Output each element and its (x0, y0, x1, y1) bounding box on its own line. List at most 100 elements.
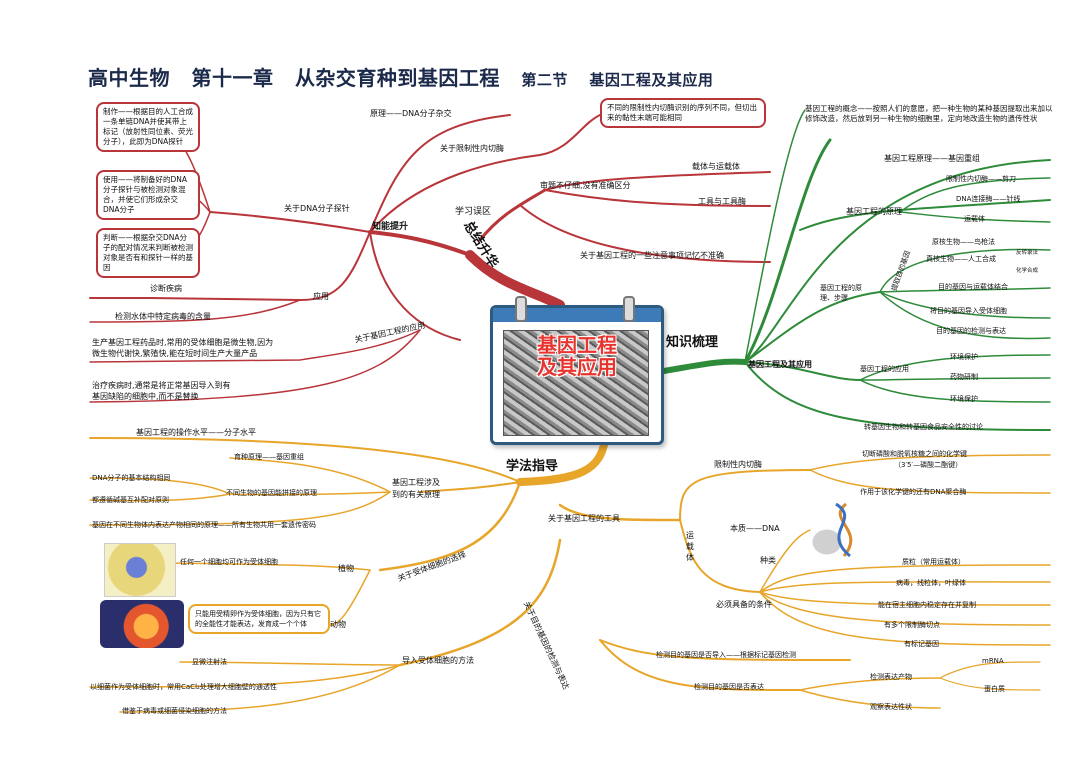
green-main-branch (655, 358, 748, 375)
tools-essence: 本质——DNA (730, 524, 780, 533)
steps-artificial: 人工合成 (968, 255, 996, 263)
steps-prokaryote: 原核生物——鸟枪法 (932, 237, 995, 247)
steps-eukaryote-prefix: 真核生物—— (926, 255, 968, 263)
red-main-branch (465, 250, 565, 310)
detection-protein: 蛋白质 (984, 685, 1005, 693)
steps-shotgun: 鸟枪法 (974, 238, 995, 246)
principles-label-line1: 基因工程涉及 (392, 478, 440, 487)
red-ability-branch (368, 230, 472, 257)
hub-label: 基因工程及其应用 (748, 360, 812, 369)
center-title: 基因工程 及其应用 (493, 334, 661, 378)
steps-combine: 目的基因与运载体结合 (938, 283, 1008, 291)
tools-virus: 病毒，线粒体，叶绿体 (896, 579, 966, 587)
center-title-line2: 及其应用 (537, 355, 617, 379)
title-section: 第二节 (521, 71, 568, 89)
detection-expressed: 检测目的基因是否表达 (694, 683, 764, 691)
tools-same: 作用于该化学键的还有DNA聚合酶 (860, 488, 967, 496)
page-title: 高中生物 第十一章 从杂交育种到基因工程 第二节 基因工程及其应用 (88, 62, 727, 91)
tools-types: 种类 (760, 556, 776, 565)
animal-egg-image (100, 600, 184, 648)
principle-heading: 基因工程原理——基因重组 (884, 154, 980, 163)
center-title-line1: 基因工程 (537, 333, 617, 357)
calendar-topbar (493, 308, 661, 322)
principles-dna-structure: DNA分子的基本结构相同 (92, 474, 171, 482)
calendar-ring-icon (515, 296, 527, 322)
application-label: 应用 (313, 292, 329, 301)
detection-mrna: mRNA (982, 657, 1004, 665)
probe-box-use: 使用——将制备好的DNA分子探针与被检测对象混合，并使它们形成杂交DNA分子 (96, 170, 200, 220)
tools-conditions: 必须具备的条件 (716, 600, 772, 609)
applications-env2: 环境保护 (950, 395, 978, 403)
calendar-ring-icon (623, 296, 635, 322)
mistakes-unclear: 审题不仔细,没有准确区分 (540, 181, 631, 190)
principles-pairing: 都遵循碱基互补配对原则 (92, 496, 169, 504)
branch-label-method: 学法指导 (506, 459, 559, 474)
app-ge-item2-line1: 治疗疾病时,通常是将正常基因导入到有 (92, 381, 231, 390)
detection-trait: 观察表达性状 (870, 703, 912, 711)
detection-product: 检测表达产物 (870, 673, 912, 681)
methods-virus: 借鉴于病毒或细菌侵染细胞的方法 (122, 707, 227, 715)
yellow-main-branch (516, 436, 609, 486)
principles-splice: 不同生物的基因能拼接的原理 (226, 489, 317, 497)
steps-detect: 目的基因的检测与表达 (936, 327, 1006, 335)
recipient-animal: 动物 (330, 620, 346, 629)
applications-env: 环境保护 (950, 353, 978, 361)
mistakes-carrier: 载体与运载体 (692, 162, 740, 171)
steps-introduce: 将目的基因导入受体细胞 (930, 307, 1007, 315)
enzyme-label: 关于限制性内切酶 (440, 144, 504, 153)
steps-chemical: 化学合成 (1016, 268, 1039, 274)
tools-carrier: 运载体 (686, 531, 694, 562)
principle-scissors: 限制性内切酶——剪刀 (946, 175, 1016, 183)
app-ge-item1-line2: 微生物代谢快,繁殖快,能在短时间生产大量产品 (92, 349, 258, 358)
steps-reverse: 反转录法 (1016, 250, 1039, 256)
probe-box-judge: 判断——根据杂交DNA分子的配对情况来判断被检测对象是否有和探针一样的基因 (96, 228, 200, 278)
recipient-animal-box: 只能用受精卵作为受体细胞，因为只有它的全能性才能表达，发育成一个个体 (188, 604, 330, 634)
recipient-plant: 植物 (338, 564, 354, 573)
title-chapter-name: 从杂交育种到基因工程 (294, 66, 500, 90)
branch-label-knowledge: 知识梳理 (666, 335, 719, 350)
principles-breeding: 育种原理——基因重组 (234, 453, 304, 461)
methods-label: 导入受体细胞的方法 (402, 656, 474, 665)
op-level: 基因工程的操作水平——分子水平 (136, 428, 256, 437)
mistakes-notes: 关于基因工程的一些注意事项记忆不准确 (580, 251, 724, 260)
title-section-name: 基因工程及其应用 (589, 71, 714, 89)
tools-label: 关于基因工程的工具 (548, 514, 620, 523)
tools-replicate: 能在宿主细胞内稳定存在并复制 (878, 601, 976, 609)
recipient-plant-note: 任何一个细胞均可作为受体细胞 (180, 558, 278, 566)
tools-cut: 切断磷酸和脱氧核糖之间的化学键 (862, 450, 967, 458)
steps-label: 基因工程的原理、步骤 (820, 284, 862, 302)
app-ge-item1-line1: 生产基因工程药品时,常用的受体细胞是微生物,因为 (92, 338, 274, 347)
plant-cell-image (104, 543, 176, 597)
detection-imported: 检测目的基因是否导入——根据标记基因检测 (656, 651, 796, 659)
enzyme-box: 不同的限制性内切酶识别的序列不同，但切出来的黏性末端可能相同 (600, 98, 766, 128)
probe-box-make: 制作——根据目的人工合成一条单链DNA并使其带上标记（放射性同位素、荧光分子），… (96, 102, 200, 152)
tools-plasmid: 质粒（常用运载体） (902, 558, 965, 566)
center-calendar-card: 基因工程 及其应用 (490, 296, 664, 445)
safety-discussion: 转基因生物和转基因食品安全性的讨论 (864, 423, 983, 431)
methods-micro: 显微注射法 (192, 658, 227, 666)
principles-label-line2: 到的有关原理 (392, 490, 440, 499)
app-ge-item2-line2: 基因缺陷的细胞中,而不是替换 (92, 392, 199, 401)
red-mistakes-branch (478, 188, 547, 242)
tools-cut-bond: （3′5′—磷酸二酯键） (894, 461, 963, 469)
principle-needle: DNA连接酶——针线 (956, 195, 1021, 203)
mistakes-label: 学习误区 (455, 207, 492, 217)
applications-label: 基因工程的应用 (860, 365, 909, 373)
principles-expression: 基因在不同生物体内表达产物相同的原理——所有生物共用一套遗传密码 (92, 521, 316, 529)
concept-text: 基因工程的概念——按照人们的意愿，把一种生物的某种基因提取出来加以修饰改造，然后… (805, 104, 1053, 124)
title-chapter: 第十一章 (191, 66, 274, 90)
steps-eukaryote: 真核生物——人工合成 (926, 254, 996, 264)
application-diagnose: 诊断疾病 (150, 284, 182, 293)
center-microscope-image (503, 330, 649, 436)
mistakes-tools: 工具与工具酶 (698, 197, 746, 206)
principle-label: 基因工程的原理 (846, 207, 902, 216)
tools-enzyme: 限制性内切酶 (714, 460, 762, 469)
title-subject: 高中生物 (88, 66, 170, 90)
tools-sites: 有多个限制酶切点 (884, 621, 940, 629)
ability-label: 知能提升 (372, 222, 409, 232)
tools-marker: 有标记基因 (904, 640, 939, 648)
principle-carrier: 运载体 (964, 215, 985, 223)
dna-helix-icon (806, 500, 876, 560)
principle-dna-hybrid: 原理——DNA分子杂交 (370, 109, 452, 118)
